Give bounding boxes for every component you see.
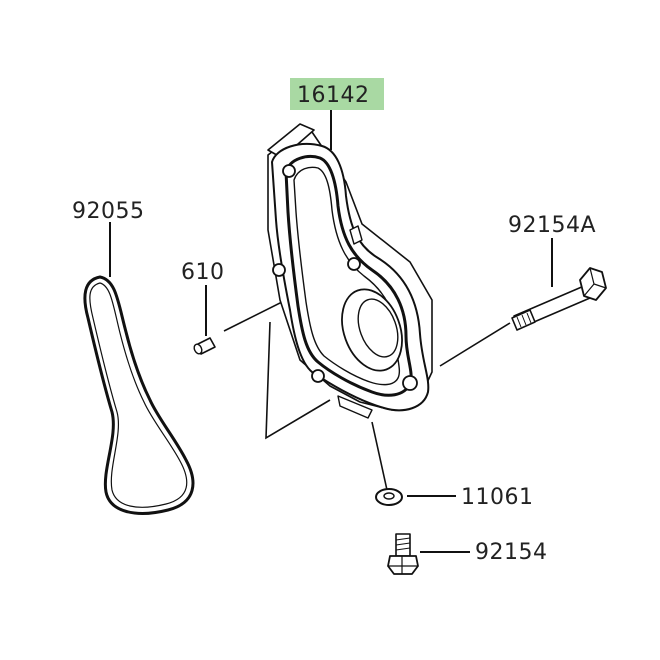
cover-bracket (265, 321, 331, 440)
o-ring-gasket (83, 275, 195, 515)
callout-92055[interactable]: 92055 (72, 199, 145, 224)
callout-11061[interactable]: 11061 (461, 485, 534, 510)
sealing-washer (375, 488, 403, 506)
alignment-line-long-bolt (439, 322, 511, 367)
callout-92154[interactable]: 92154 (475, 540, 548, 565)
callout-92154A[interactable]: 92154A (508, 213, 596, 238)
short-bolt (387, 533, 419, 575)
alignment-line-washer (371, 421, 388, 491)
long-bolt (511, 267, 607, 331)
part-number-highlight (290, 78, 384, 110)
callout-16142[interactable]: 16142 (297, 83, 370, 108)
water-pump-cover (267, 123, 433, 419)
dowel-pin (193, 337, 216, 355)
callout-610[interactable]: 610 (181, 260, 225, 285)
